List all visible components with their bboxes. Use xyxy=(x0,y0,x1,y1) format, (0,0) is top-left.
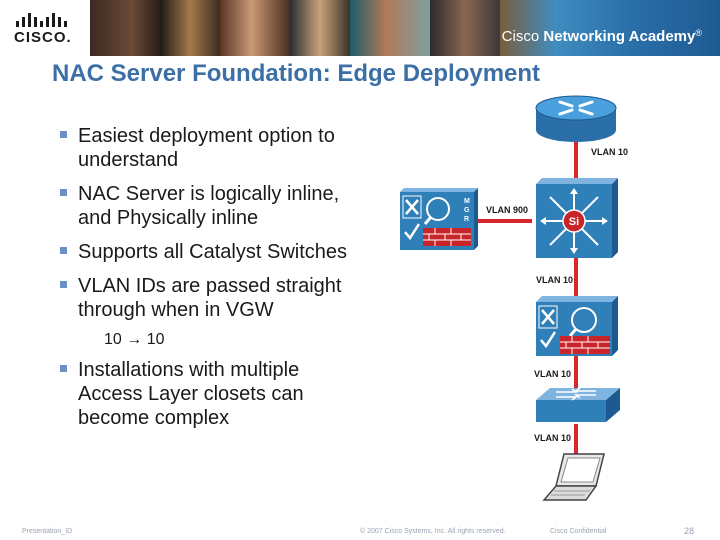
bullet-item: VLAN IDs are passed straight through whe… xyxy=(58,274,368,322)
si-badge: Si xyxy=(569,216,579,228)
presentation-id: Presentation_ID xyxy=(22,528,73,535)
cisco-logo: CISCO. xyxy=(0,0,90,56)
bullet-item: NAC Server is logically inline, and Phys… xyxy=(58,182,368,230)
academy-name: Networking Academy xyxy=(543,28,696,45)
sub-bullet-left: 10 xyxy=(104,331,122,348)
bullet-marker-icon xyxy=(60,189,67,196)
cisco-logo-text: CISCO. xyxy=(14,29,72,46)
bullet-text: VLAN IDs are passed straight through whe… xyxy=(78,275,342,321)
access-switch-icon xyxy=(536,387,620,422)
bullet-text: Installations with multiple Access Layer… xyxy=(78,359,304,429)
bullet-item: Supports all Catalyst Switches xyxy=(58,240,368,264)
nac-server-icon xyxy=(536,296,618,356)
copyright-notice: © 2007 Cisco Systems, Inc. All rights re… xyxy=(360,528,506,535)
sub-bullet: 10 → 10 xyxy=(58,330,368,350)
bullet-marker-icon xyxy=(60,281,67,288)
layer3-switch-icon: Si xyxy=(536,178,618,258)
network-diagram: VLAN 10 M G R VLAN 900 Si VLAN 10 xyxy=(400,95,628,501)
vlan-label: VLAN 10 xyxy=(534,369,571,379)
bullet-marker-icon xyxy=(60,131,67,138)
bullet-text: NAC Server is logically inline, and Phys… xyxy=(78,183,340,229)
bullet-marker-icon xyxy=(60,365,67,372)
slide-footer: Presentation_ID © 2007 Cisco Systems, In… xyxy=(0,524,720,540)
trademark-mark: ® xyxy=(695,28,702,38)
page-number: 28 xyxy=(684,526,695,536)
vlan-label: VLAN 900 xyxy=(486,205,528,215)
vlan-label: VLAN 10 xyxy=(591,147,628,157)
laptop-icon xyxy=(542,453,605,501)
arrow-right-icon: → xyxy=(126,331,143,348)
vlan-label: VLAN 10 xyxy=(534,433,571,443)
slide-title: NAC Server Foundation: Edge Deployment xyxy=(52,60,541,87)
bullet-marker-icon xyxy=(60,247,67,254)
bullet-item: Installations with multiple Access Layer… xyxy=(58,358,368,430)
confidential-label: Cisco Confidential xyxy=(550,528,607,535)
router-icon xyxy=(535,95,617,142)
bullet-list: Easiest deployment option to understand … xyxy=(58,124,368,440)
manager-letter-g: G xyxy=(464,207,470,214)
nac-manager-icon: M G R xyxy=(400,188,478,250)
cisco-bridge-icon xyxy=(16,13,67,27)
banner-photo-strip xyxy=(90,0,720,56)
networking-academy-brand: Cisco Networking Academy® xyxy=(502,28,702,45)
bullet-text: Supports all Catalyst Switches xyxy=(78,241,348,263)
academy-brand-word: Cisco xyxy=(501,28,540,45)
header-banner: CISCO. Cisco Networking Academy® xyxy=(0,0,720,56)
manager-letter-m: M xyxy=(464,198,470,205)
manager-letter-r: R xyxy=(464,216,469,223)
vlan-label: VLAN 10 xyxy=(536,275,573,285)
bullet-item: Easiest deployment option to understand xyxy=(58,124,368,172)
bullet-text: Easiest deployment option to understand xyxy=(78,125,335,171)
sub-bullet-right: 10 xyxy=(146,331,165,348)
